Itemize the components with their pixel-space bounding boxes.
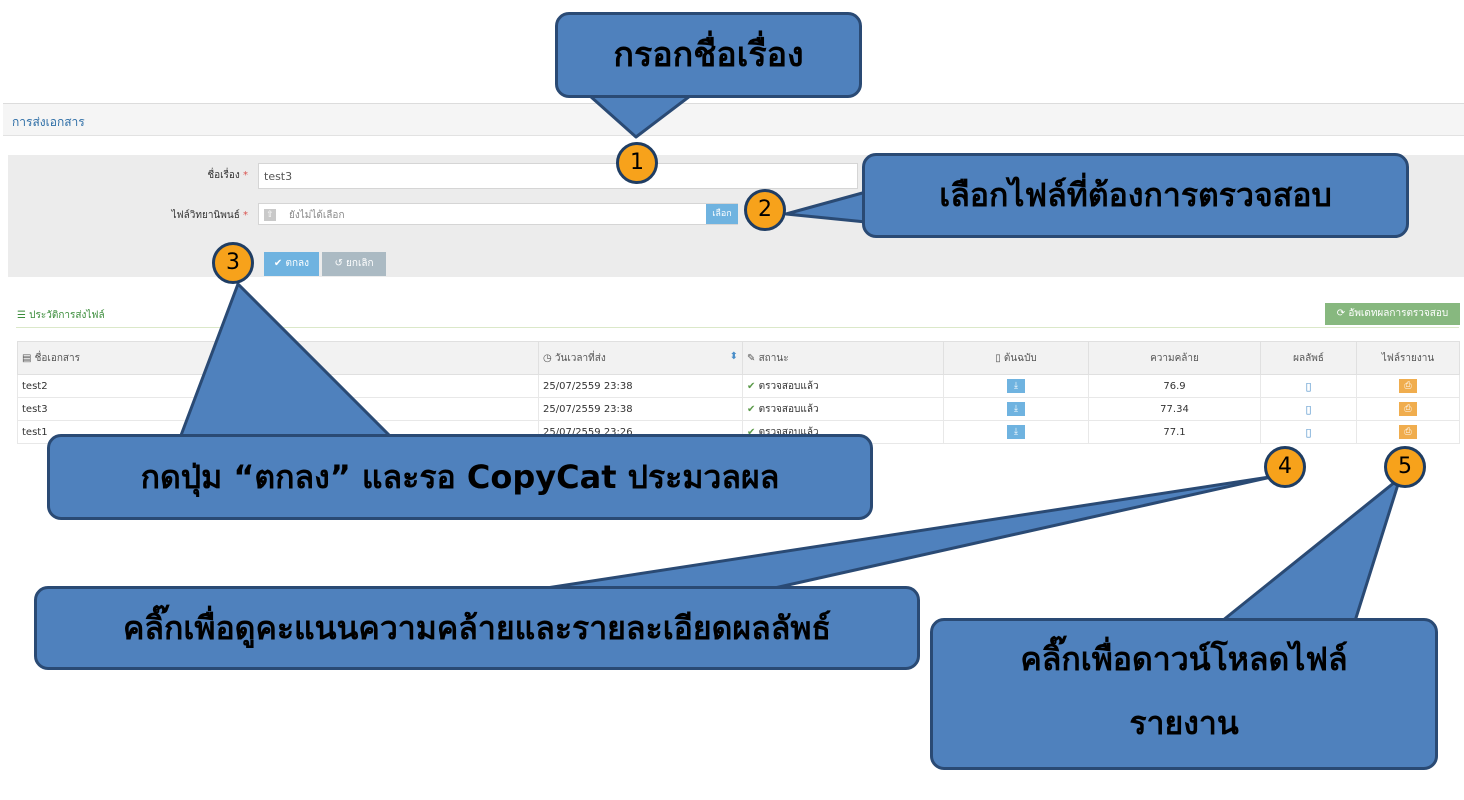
update-results-button[interactable]: ⟳ อัพเดทผลการตรวจสอบ [1325,303,1460,325]
check-icon: ✔ [273,258,283,269]
download-icon[interactable]: ⤓ [1007,379,1025,393]
required-mark: * [243,210,248,221]
col-result[interactable]: ผลลัพธ์ [1260,341,1357,375]
result-document-icon[interactable]: ▯ [1305,402,1312,416]
check-icon: ✔ [747,380,756,392]
title-label: ชื่อเรื่อง * [8,168,248,183]
pointer-1 [588,94,692,139]
cell-report: ⎙ [1356,374,1460,398]
update-results-label: อัพเดทผลการตรวจสอบ [1348,308,1449,319]
result-document-icon[interactable]: ▯ [1305,425,1312,439]
pick-file-button[interactable]: เลือก [706,204,738,224]
pointer-5 [1220,476,1402,623]
sort-icon[interactable]: ⬍ [729,350,738,362]
title-label-text: ชื่อเรื่อง [207,170,240,181]
marker-3: 3 [212,242,254,284]
col-status[interactable]: ✎ สถานะ [742,341,944,375]
cell-original: ⤓ [943,420,1089,444]
marker-1: 1 [616,142,658,184]
download-icon[interactable]: ⤓ [1007,425,1025,439]
title-input[interactable]: test3 [258,163,858,189]
file-input[interactable]: ⇧ ยังไม่ได้เลือก [258,203,738,225]
col-sent-datetime[interactable]: ◷ วันเวลาที่ส่ง ⬍ [538,341,743,375]
list-icon: ☰ [17,310,26,321]
file-label: ไฟล์วิทยานิพนธ์ * [8,208,248,223]
cancel-button[interactable]: ↺ ยกเลิก [322,252,386,276]
file-label-text: ไฟล์วิทยานิพนธ์ [171,210,240,221]
document-icon: ▯ [995,352,1001,364]
ok-label: ตกลง [285,258,310,269]
callout-download-report: คลิ๊กเพื่อดาวน์โหลดไฟล์ รายงาน [930,618,1438,770]
history-title: ☰ ประวัติการส่งไฟล์ [17,308,105,323]
col-report-file[interactable]: ไฟล์รายงาน [1356,341,1460,375]
cell-similarity: 77.1 [1088,420,1261,444]
col-similarity[interactable]: ความคล้าย [1088,341,1261,375]
pick-file-label: เลือก [712,209,732,219]
pointer-2 [784,190,868,224]
print-icon[interactable]: ⎙ [1399,402,1417,416]
undo-icon: ↺ [334,258,343,269]
clock-icon: ◷ [543,352,552,364]
download-icon[interactable]: ⤓ [1007,402,1025,416]
file-icon: ▤ [22,352,32,364]
section-divider [16,327,1459,328]
upload-icon: ⇧ [264,209,276,221]
marker-5: 5 [1384,446,1426,488]
print-icon[interactable]: ⎙ [1399,379,1417,393]
cell-original: ⤓ [943,374,1089,398]
title-input-value: test3 [264,170,293,183]
callout-enter-title: กรอกชื่อเรื่อง [555,12,862,98]
cell-report: ⎙ [1356,420,1460,444]
cancel-label: ยกเลิก [346,258,374,269]
marker-2: 2 [744,189,786,231]
marker-4: 4 [1264,446,1306,488]
panel-title: การส่งเอกสาร [12,115,85,129]
result-document-icon[interactable]: ▯ [1305,379,1312,393]
check-icon: ✔ [747,403,756,415]
cell-result: ▯ [1260,374,1357,398]
callout-view-results: คลิ๊กเพื่อดูคะแนนความคล้ายและรายละเอียดผ… [34,586,920,670]
callout-select-file: เลือกไฟล์ที่ต้องการตรวจสอบ [862,153,1409,238]
ok-button[interactable]: ✔ ตกลง [264,252,319,276]
callout-press-ok: กดปุ่ม “ตกลง” และรอ CopyCat ประมวลผล [47,434,873,520]
table-row: test1 25/07/2559 23:26 ✔ ตรวจสอบแล้ว ⤓ 7… [17,420,1460,444]
file-placeholder: ยังไม่ได้เลือก [289,210,345,221]
cell-similarity: 77.34 [1088,397,1261,421]
history-title-text: ประวัติการส่งไฟล์ [29,310,105,321]
print-icon[interactable]: ⎙ [1399,425,1417,439]
check-icon: ✔ [747,426,756,438]
cell-report: ⎙ [1356,397,1460,421]
panel-header: การส่งเอกสาร [3,104,1464,136]
pointer-3 [178,282,394,440]
edit-icon: ✎ [747,352,756,364]
required-mark: * [243,170,248,181]
refresh-icon: ⟳ [1336,308,1346,319]
